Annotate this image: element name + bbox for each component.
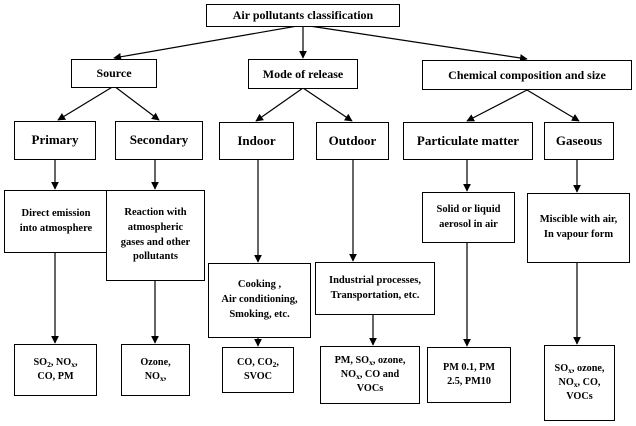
chemical-composition-label: Chemical composition and size — [448, 67, 606, 82]
particulate-examples-line2: 2.5, PM10 — [447, 376, 491, 387]
secondary-description: Reaction with atmospheric gases and othe… — [106, 190, 205, 281]
particulate-examples-line1: PM 0.1, PM — [442, 361, 496, 373]
secondary-node: Secondary — [115, 121, 203, 160]
indoor-node: Indoor — [219, 122, 294, 160]
outdoor-description: Industrial processes, Transportation, et… — [315, 262, 435, 315]
arrow-root-to-source — [113, 24, 304, 61]
secondary-label: Secondary — [129, 132, 189, 148]
indoor-examples: CO, CO2, SVOC — [222, 347, 294, 393]
particulate-matter-node: Particulate matter — [403, 122, 533, 160]
arrow-mode-to-indoor — [255, 87, 304, 122]
primary-node: Primary — [14, 121, 96, 160]
indoor-description-line1: Cooking , — [237, 279, 282, 291]
arrow-source-to-secondary — [113, 85, 160, 121]
particulate-description-line1: Solid or liquid — [436, 203, 501, 215]
primary-examples-line2: CO, PM — [37, 371, 74, 382]
gaseous-description-line2: In vapour form — [543, 229, 614, 240]
arrow-source-to-primary — [57, 85, 115, 121]
outdoor-description-line2: Transportation, etc. — [330, 289, 420, 301]
secondary-description-line1: Reaction with — [124, 207, 187, 219]
primary-label: Primary — [31, 132, 79, 148]
indoor-description-line3: Smoking, etc. — [229, 308, 290, 320]
mode-of-release-node: Mode of release — [248, 59, 358, 89]
outdoor-description-line1: Industrial processes, — [329, 274, 421, 286]
indoor-description-line2: Air conditioning, — [221, 294, 298, 306]
gaseous-examples-line2: NOx, CO, — [558, 376, 601, 389]
outdoor-examples: PM, SOx, ozone, NOx, CO and VOCs — [320, 346, 420, 404]
secondary-examples: Ozone, NOx, — [121, 344, 190, 396]
primary-description-line2: into atmosphere — [19, 222, 93, 234]
primary-description: Direct emission into atmosphere — [4, 190, 108, 253]
arrow-mode-to-outdoor — [302, 87, 353, 122]
gaseous-label: Gaseous — [555, 132, 603, 148]
arrow-chem-to-particulate — [466, 89, 528, 122]
source-label: Source — [96, 66, 132, 81]
secondary-description-line3: gases and other — [120, 236, 191, 248]
indoor-description: Cooking , Air conditioning, Smoking, etc… — [208, 263, 311, 338]
secondary-description-line2: atmospheric — [127, 221, 184, 233]
particulate-matter-label: Particulate matter — [416, 132, 520, 148]
primary-examples: SO2, NOx, CO, PM — [14, 344, 97, 396]
source-node: Source — [71, 59, 157, 88]
secondary-description-line4: pollutants — [133, 251, 178, 263]
outdoor-label: Outdoor — [328, 132, 377, 148]
secondary-examples-line1: Ozone, — [140, 356, 171, 368]
root-label: Air pollutants classification — [232, 8, 374, 23]
outdoor-examples-line1: PM, SOx, ozone, — [334, 354, 406, 367]
particulate-examples: PM 0.1, PM 2.5, PM10 — [427, 347, 511, 403]
outdoor-examples-line3: VOCs — [356, 383, 384, 395]
mode-of-release-label: Mode of release — [262, 66, 344, 81]
chemical-composition-node: Chemical composition and size — [422, 60, 632, 90]
gaseous-description: Miscible with air, In vapour form — [527, 193, 630, 263]
outdoor-examples-line2: NOx, CO and — [340, 368, 400, 381]
gaseous-description-line1: Miscible with air, — [539, 214, 618, 226]
gaseous-examples: SOx, ozone, NOx, CO, VOCs — [544, 345, 615, 421]
outdoor-node: Outdoor — [316, 122, 389, 160]
indoor-examples-line1: CO, CO2, — [237, 356, 279, 369]
root-node: Air pollutants classification — [206, 4, 400, 27]
particulate-description: Solid or liquid aerosol in air — [422, 192, 515, 243]
secondary-examples-line2: NOx, — [144, 371, 167, 383]
primary-examples-line1: SO2, NOx, — [33, 356, 78, 369]
primary-description-line1: Direct emission — [21, 207, 91, 219]
gaseous-node: Gaseous — [544, 122, 614, 160]
arrow-root-to-chem — [302, 24, 528, 62]
gaseous-examples-line3: VOCs — [566, 391, 593, 403]
indoor-examples-line2: SVOC — [243, 371, 273, 382]
particulate-description-line2: aerosol in air — [439, 218, 498, 230]
gaseous-examples-line1: SOx, ozone, — [554, 362, 605, 375]
arrow-chem-to-gaseous — [526, 89, 580, 122]
indoor-label: Indoor — [237, 132, 276, 148]
